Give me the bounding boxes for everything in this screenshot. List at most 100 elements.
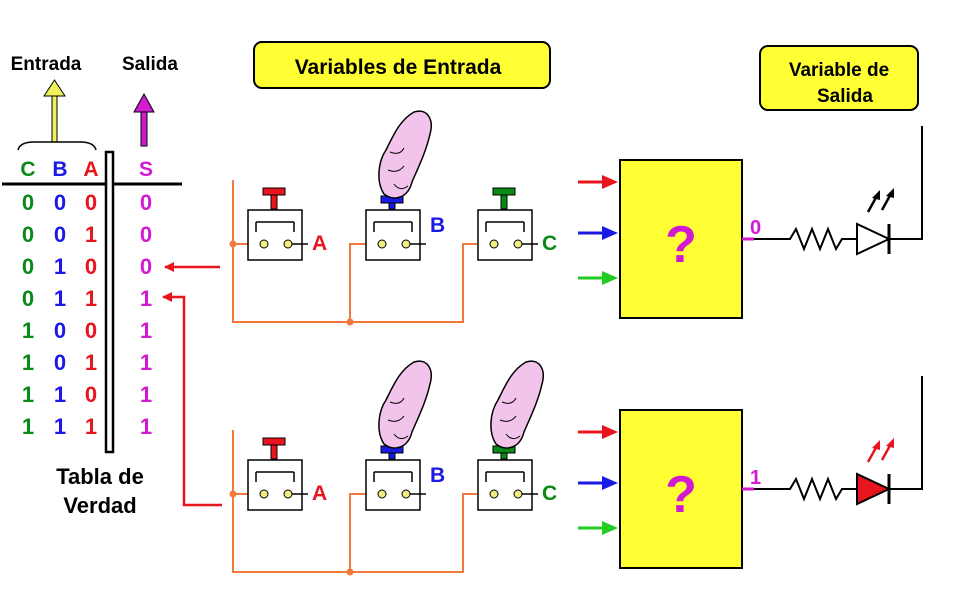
table-cell: 1 — [140, 414, 152, 439]
question-mark: ? — [665, 216, 697, 274]
finger-icon — [378, 360, 432, 449]
input-arrowhead — [602, 425, 618, 439]
light-ray-head — [872, 190, 880, 200]
input-arrowhead — [602, 226, 618, 240]
table-cell: 0 — [140, 222, 152, 247]
light-ray-head — [886, 438, 894, 448]
finger-icon — [490, 360, 544, 449]
wire-b — [349, 243, 366, 322]
entrada-label: Entrada — [11, 54, 82, 75]
salida-up-arrow — [133, 92, 155, 147]
table-cell: 0 — [85, 382, 97, 407]
table-cell: 1 — [22, 318, 34, 343]
switch-label: B — [430, 214, 445, 237]
switch-label: C — [542, 482, 557, 505]
switch-label: B — [430, 464, 445, 487]
wire-b — [349, 493, 366, 572]
question-mark: ? — [665, 466, 697, 524]
table-cell: 0 — [22, 190, 34, 215]
input-bracket — [17, 141, 97, 151]
unknown-logic-box — [619, 409, 743, 569]
wire-loop — [232, 430, 477, 573]
table-cell: 1 — [22, 414, 34, 439]
table-cell: 1 — [140, 286, 152, 311]
table-cell: 0 — [22, 254, 34, 279]
resistor — [754, 476, 857, 502]
table-cell: 0 — [54, 190, 66, 215]
header-s: S — [139, 158, 153, 181]
table-cell: 1 — [54, 414, 66, 439]
table-cell: 1 — [54, 382, 66, 407]
push-switch-a: A — [247, 187, 327, 261]
push-switch-c: C — [477, 360, 557, 511]
header-a: A — [83, 158, 98, 181]
table-double-rule — [104, 150, 115, 454]
output-return-wire — [889, 376, 923, 490]
entrada-up-arrow — [43, 79, 66, 143]
table-cell: 0 — [140, 190, 152, 215]
finger-icon — [378, 110, 432, 199]
table-cell: 1 — [22, 350, 34, 375]
table-cell: 1 — [85, 414, 97, 439]
variable-salida-box: Variable de Salida — [759, 45, 919, 111]
input-arrowhead — [602, 521, 618, 535]
tabla-label-line2: Verdad — [63, 493, 136, 518]
output-value: 1 — [750, 467, 761, 489]
wire-junction — [346, 318, 354, 326]
wire-junction — [229, 240, 237, 248]
led-diode — [856, 472, 892, 506]
input-arrowhead — [602, 175, 618, 189]
row-pointer-arrow-2 — [162, 292, 222, 507]
push-switch-a: A — [247, 437, 327, 511]
tabla-label-line1: Tabla de — [56, 464, 144, 489]
table-cell: 0 — [54, 350, 66, 375]
switch-label: A — [312, 482, 327, 505]
table-cell: 1 — [54, 254, 66, 279]
table-cell: 1 — [140, 350, 152, 375]
table-cell: 0 — [85, 190, 97, 215]
table-cell: 1 — [140, 318, 152, 343]
table-cell: 0 — [22, 222, 34, 247]
push-switch-c: C — [477, 187, 557, 261]
table-cell: 0 — [54, 318, 66, 343]
variables-entrada-box: Variables de Entrada — [253, 41, 551, 89]
variable-salida-title-2: Salida — [817, 86, 873, 107]
table-cell: 1 — [140, 382, 152, 407]
led-diode — [856, 222, 892, 256]
switch-label: A — [312, 232, 327, 255]
light-ray-head — [872, 440, 880, 450]
header-c: C — [20, 158, 35, 181]
push-switch-b: B — [365, 360, 445, 511]
table-cell: 1 — [85, 350, 97, 375]
resistor — [754, 226, 857, 252]
table-cell: 1 — [54, 286, 66, 311]
circuit-top: A B C? 0 — [229, 110, 923, 326]
table-cell: 0 — [140, 254, 152, 279]
output-value: 0 — [750, 217, 761, 239]
table-cell: 1 — [22, 382, 34, 407]
light-ray-head — [886, 188, 894, 198]
wire-junction — [346, 568, 354, 576]
variables-entrada-title: Variables de Entrada — [295, 56, 502, 79]
table-cell: 1 — [85, 222, 97, 247]
push-switch-b: B — [365, 110, 445, 261]
input-arrowhead — [602, 476, 618, 490]
unknown-logic-box — [619, 159, 743, 319]
wire-loop — [232, 180, 477, 323]
table-cell: 0 — [85, 318, 97, 343]
wire-junction — [229, 490, 237, 498]
table-cell: 1 — [85, 286, 97, 311]
table-cell: 0 — [22, 286, 34, 311]
output-return-wire — [889, 126, 923, 240]
input-arrowhead — [602, 271, 618, 285]
variable-salida-title-1: Variable de — [789, 60, 889, 81]
table-cell: 0 — [54, 222, 66, 247]
header-b: B — [52, 158, 67, 181]
circuit-bottom: A B C? 1 — [229, 360, 923, 576]
salida-label: Salida — [122, 54, 178, 75]
table-cell: 0 — [85, 254, 97, 279]
switch-label: C — [542, 232, 557, 255]
